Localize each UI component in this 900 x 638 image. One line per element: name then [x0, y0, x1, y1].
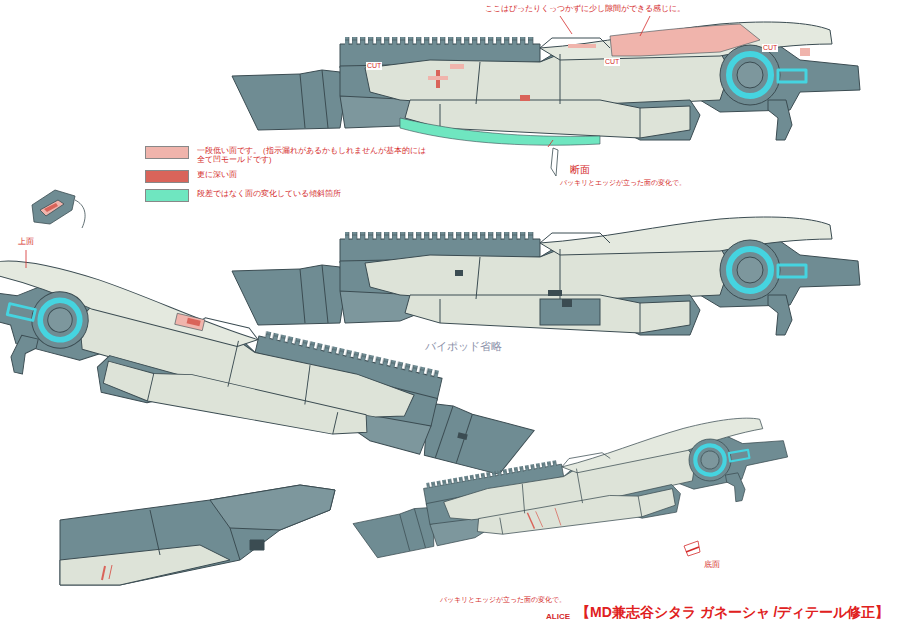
top-face-label: 上面 — [18, 237, 34, 247]
top-inset-part — [44, 203, 58, 212]
bottom-perspective-view-part — [536, 511, 543, 528]
side-view-part — [428, 76, 448, 80]
legend-text: 一段低い面です。 (指示漏れがあるかもしれませんが基本的には全て凹モールドです) — [197, 146, 432, 164]
section-note: パッキリとエッジが立った面の変化で。 — [560, 179, 686, 187]
cut-mark: CUT — [366, 62, 382, 70]
cut-mark: CUT — [604, 58, 620, 66]
top-inset-part — [26, 250, 27, 268]
author-name: ALICE — [546, 612, 570, 622]
legend-text: 段差ではなく面の変化している傾斜箇所 — [197, 189, 341, 198]
side-view-part — [800, 48, 810, 56]
bottom-marker-part — [684, 541, 700, 556]
gap-note: ここはぴったりくっつかずに少し隙間ができる感じに。 — [485, 4, 685, 14]
barrel-closeup-part — [210, 485, 335, 530]
section-label: 断面 — [570, 164, 590, 176]
side-view-part — [560, 16, 572, 34]
top-inset-part — [75, 200, 85, 228]
side-view-part — [450, 64, 464, 69]
legend-row: 段差ではなく面の変化している傾斜箇所 — [145, 189, 341, 202]
barrel-closeup-part — [150, 510, 160, 555]
top-inset-part — [32, 190, 75, 224]
side-view-part — [568, 44, 596, 48]
side-view-part — [232, 22, 860, 140]
side-view-plain-part — [232, 217, 860, 335]
bottom-perspective-view-part — [527, 512, 534, 529]
barrel-closeup-part — [60, 485, 335, 585]
top-perspective-view-part — [175, 313, 205, 330]
side-view-part — [548, 140, 553, 147]
top-perspective-view-part — [457, 432, 467, 440]
barrel-closeup-part — [109, 565, 112, 579]
side-view-part — [610, 24, 760, 56]
bottom-perspective-view-part — [555, 507, 561, 525]
barrel-closeup — [60, 485, 335, 585]
top-perspective-view-part — [187, 318, 201, 326]
side-view-part — [520, 95, 530, 101]
legend-swatch — [145, 146, 189, 159]
bottom-marker-part — [686, 547, 699, 552]
bottom-perspective-view-part — [346, 410, 793, 568]
side-view-part — [640, 16, 650, 36]
barrel-closeup-part — [230, 528, 240, 560]
side-view-plain-part — [562, 299, 572, 307]
barrel-closeup-part — [102, 566, 105, 580]
bottom-marker — [684, 541, 700, 556]
cut-mark: CUT — [762, 44, 778, 52]
bipod-note: バイポッド省略 — [425, 340, 502, 353]
barrel-closeup-part — [250, 540, 264, 550]
side-view-plain — [232, 217, 860, 335]
side-view-plain-part — [540, 299, 600, 325]
barrel-closeup-part — [60, 545, 230, 585]
legend-swatch — [145, 170, 189, 183]
top-perspective-view-part — [0, 248, 546, 489]
sheet-title: 【MD兼志谷シタラ ガネーシャ /ディテール修正】 — [576, 604, 889, 621]
legend-row: 一段低い面です。 (指示漏れがあるかもしれませんが基本的には全て凹モールドです) — [145, 146, 432, 164]
legend-text: 更に深い面 — [197, 170, 237, 179]
top-perspective-view — [0, 248, 546, 489]
top-inset-part — [40, 200, 64, 216]
top-inset — [26, 190, 85, 268]
side-view-plain-part — [455, 270, 463, 276]
edge-note: パッキリとエッジが立った面の変化で。 — [440, 596, 566, 604]
side-view-part — [400, 118, 600, 145]
legend-swatch — [145, 189, 189, 202]
side-view-part — [551, 148, 558, 176]
bottom-perspective-view — [346, 410, 793, 568]
legend-row: 更に深い面 — [145, 170, 237, 183]
side-view-plain-part — [548, 290, 562, 296]
bottom-face-label: 底面 — [704, 560, 720, 570]
